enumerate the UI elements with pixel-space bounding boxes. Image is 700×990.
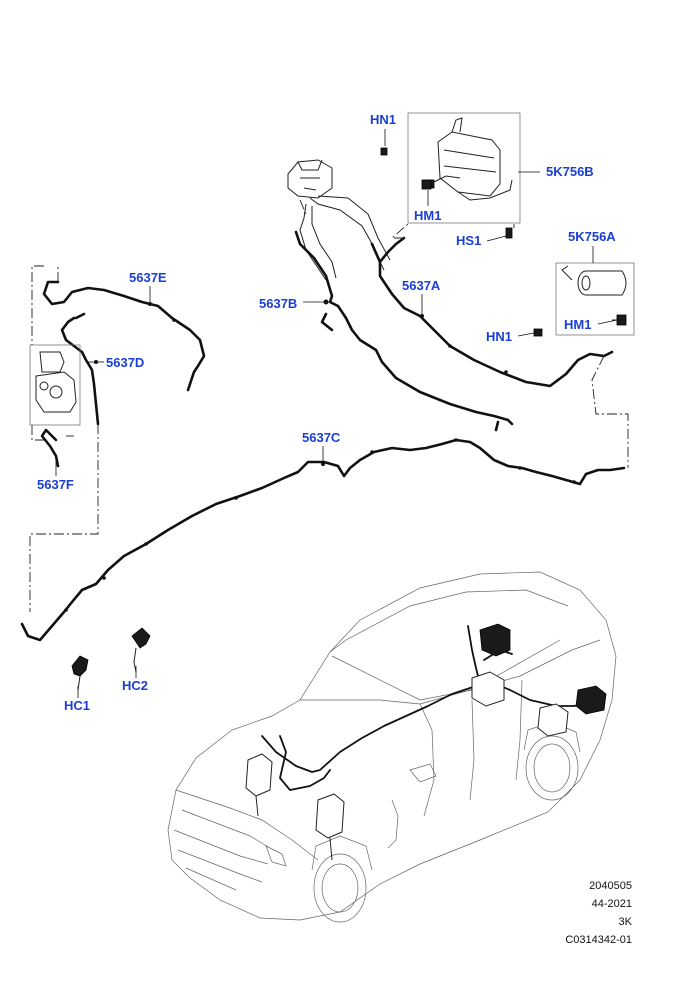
callout-hs1[interactable]: HS1 — [456, 233, 482, 248]
clip-hc1 — [71, 655, 89, 691]
callout-hn1-top[interactable]: HN1 — [370, 112, 397, 127]
hose-5637a — [370, 242, 614, 388]
callout-5637a[interactable]: 5637A — [402, 278, 441, 293]
ref-number: 2040505 — [589, 880, 632, 892]
callout-hc2[interactable]: HC2 — [122, 678, 149, 693]
callout-hn1-right[interactable]: HN1 — [486, 329, 513, 344]
hose-5637c — [20, 438, 626, 642]
hose-5637d — [60, 316, 100, 426]
valve-block-top — [287, 159, 391, 281]
dash-connectors — [29, 199, 629, 612]
callout-5k756a[interactable]: 5K756A — [568, 229, 616, 244]
clip-hc2 — [131, 627, 151, 673]
hose-5637b — [294, 230, 514, 426]
leader-lines — [55, 129, 618, 698]
callout-hc1[interactable]: HC1 — [64, 698, 91, 713]
connector-marks — [64, 299, 576, 612]
callout-5637b[interactable]: 5637B — [259, 296, 298, 311]
ref-illustration-id: C0314342-01 — [565, 934, 632, 946]
reservoir-5k756b-frame — [407, 112, 521, 224]
callout-5637c[interactable]: 5637C — [302, 430, 341, 445]
ref-code: 3K — [618, 916, 632, 928]
vehicle-hoses — [245, 623, 607, 861]
hose-5637e — [42, 280, 206, 392]
callout-hm1-right[interactable]: HM1 — [564, 317, 592, 332]
vehicle-outline — [167, 571, 617, 923]
ref-date: 44-2021 — [591, 898, 632, 910]
callout-5637d[interactable]: 5637D — [106, 355, 145, 370]
callout-hm1-top[interactable]: HM1 — [414, 208, 442, 223]
hose-5637f — [40, 428, 60, 468]
hose-5637a-branch — [378, 236, 406, 264]
tank-5k756a — [555, 262, 635, 336]
tank-5k756a-frame — [555, 262, 635, 336]
callout-5k756b[interactable]: 5K756B — [546, 164, 594, 179]
fasteners — [380, 147, 543, 337]
callout-5637e[interactable]: 5637E — [129, 270, 167, 285]
valve-unit-left — [29, 344, 81, 426]
callout-5637f[interactable]: 5637F — [37, 477, 74, 492]
reservoir-5k756b — [407, 112, 521, 239]
